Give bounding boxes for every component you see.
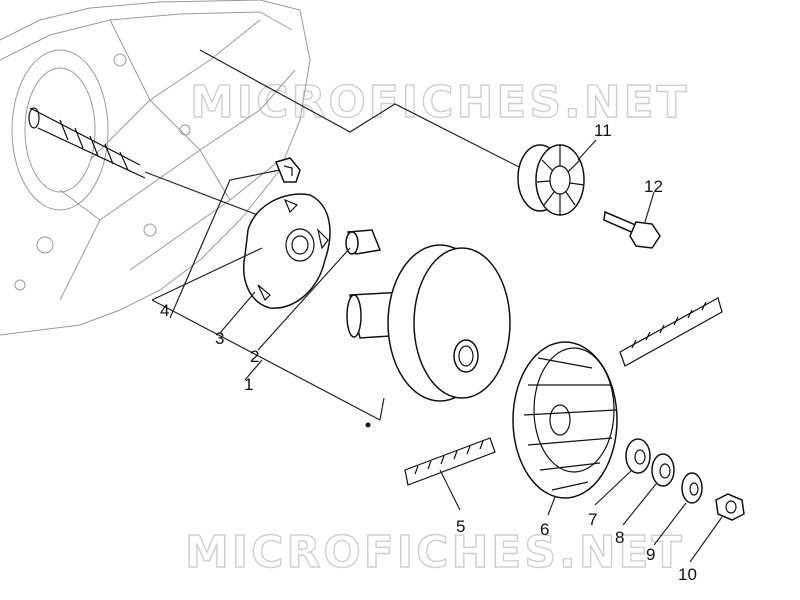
reference-dot — [365, 422, 371, 428]
callout-3: 3 — [215, 329, 224, 348]
callout-1: 1 — [244, 375, 253, 394]
callout-4: 4 — [160, 301, 169, 320]
part-4-clip — [274, 157, 301, 183]
part-7-washer — [625, 438, 651, 474]
callout-8: 8 — [615, 528, 624, 547]
callout-10: 10 — [678, 565, 697, 584]
part-8-washer — [651, 453, 675, 487]
part-12-bolt — [603, 210, 661, 249]
part-9-washer — [681, 472, 703, 504]
callout-7: 7 — [588, 510, 597, 529]
callout-9: 9 — [646, 545, 655, 564]
callout-6: 6 — [540, 520, 549, 539]
drive-shaft — [28, 107, 146, 179]
watermark-top: MICROFICHES.NET — [190, 77, 690, 128]
part-6-fan-pulley — [512, 341, 618, 499]
part-1-movable-pulley — [346, 244, 511, 402]
leader-lines — [151, 139, 723, 563]
part-11-roller — [517, 144, 585, 216]
callout-2: 2 — [250, 347, 259, 366]
callout-5: 5 — [456, 517, 465, 536]
watermark-bottom: MICROFICHES.NET — [185, 527, 685, 578]
part-2-bushing — [345, 229, 382, 255]
part-5-belt — [404, 297, 723, 486]
part-10-nut — [715, 493, 745, 521]
axis-line-2 — [199, 49, 526, 171]
callout-11: 11 — [594, 121, 612, 140]
engine-housing — [0, 0, 311, 336]
callout-12: 12 — [644, 177, 663, 196]
part-3-ramp-plate — [243, 193, 331, 309]
